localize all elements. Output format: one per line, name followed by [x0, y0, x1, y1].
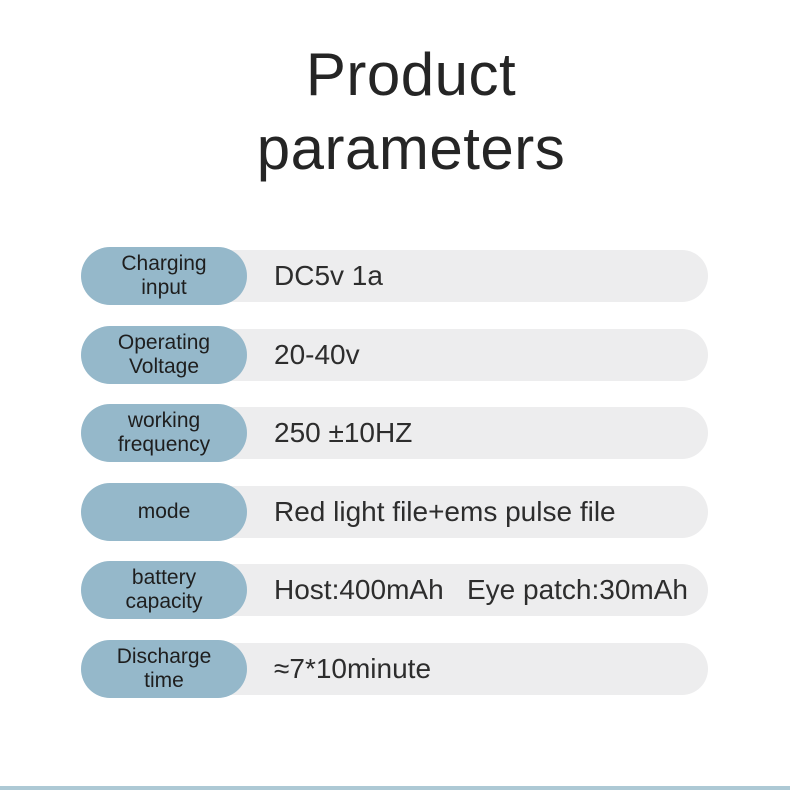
page-title: Product parameters: [16, 38, 790, 186]
parameter-label-line1: working: [127, 409, 201, 432]
parameter-value: 250 ±10HZ: [274, 417, 413, 448]
parameter-row-operating-voltage: 20-40v Operating Voltage: [81, 325, 708, 384]
parameter-list: DC5v 1a Charging input 20-40v Operating …: [81, 247, 708, 721]
page-title-line2: parameters: [256, 115, 566, 182]
parameter-label-line2: time: [144, 668, 184, 692]
parameter-label-line1: Discharge: [116, 644, 212, 668]
parameter-value: Red light file+ems pulse file: [274, 495, 616, 527]
parameter-value: DC5v 1a: [274, 260, 383, 291]
parameter-label-pill: Discharge time: [81, 639, 247, 698]
parameter-label-pill: mode: [81, 482, 247, 541]
parameter-label-line2: input: [141, 276, 187, 299]
parameter-row-charging-input: DC5v 1a Charging input: [81, 247, 708, 305]
parameter-label-pill: Operating Voltage: [81, 325, 247, 384]
bottom-accent-strip: [0, 786, 790, 790]
parameter-value: ≈7*10minute: [274, 652, 432, 684]
parameter-row-battery-capacity: Host:400mAh Eye patch:30mAh battery capa…: [81, 561, 708, 619]
parameter-label-pill: working frequency: [81, 404, 247, 462]
page-title-line1: Product: [305, 41, 517, 108]
parameter-value: Host:400mAh Eye patch:30mAh: [274, 574, 688, 605]
parameter-value: 20-40v: [274, 338, 360, 370]
parameter-label-line2: capacity: [125, 590, 203, 613]
parameter-row-discharge-time: ≈7*10minute Discharge time: [81, 639, 708, 698]
parameter-label-line1: mode: [137, 499, 191, 523]
parameter-label-pill: Charging input: [81, 247, 247, 305]
parameter-row-working-frequency: 250 ±10HZ working frequency: [81, 404, 708, 462]
parameter-label-line2: frequency: [117, 433, 211, 456]
parameter-label-line1: Charging: [121, 252, 207, 275]
parameter-label-line1: Operating: [117, 330, 211, 354]
parameter-row-mode: Red light file+ems pulse file mode: [81, 482, 708, 541]
parameter-label-line2: Voltage: [128, 354, 200, 378]
parameter-label-line1: battery: [131, 566, 197, 589]
parameter-label-pill: battery capacity: [81, 561, 247, 619]
